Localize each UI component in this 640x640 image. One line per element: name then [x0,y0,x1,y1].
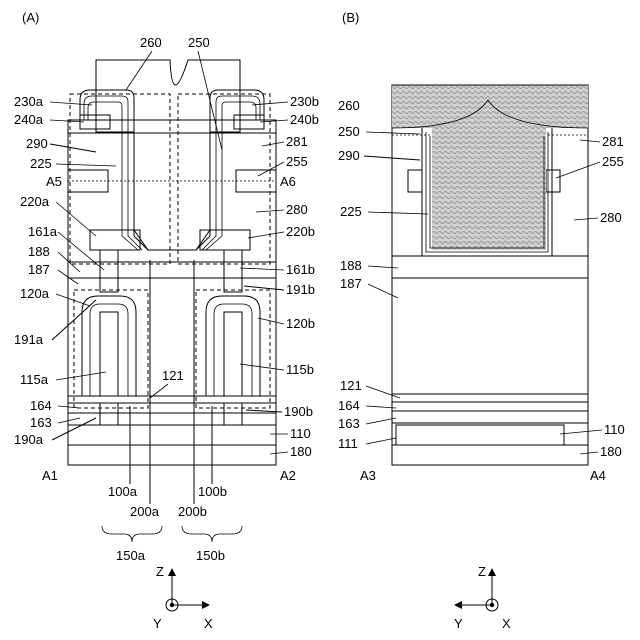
axes-b: Z Y X [454,564,511,631]
label-A6: A6 [280,174,296,189]
label-150b: 150b [196,548,225,563]
label-161b: 161b [286,262,315,277]
layer-180 [68,445,276,465]
label-120a: 120a [20,286,50,301]
outline-right-lower [196,290,270,408]
label-280: 280 [600,210,622,225]
plug-161a [100,250,118,292]
label-180: 180 [600,444,622,459]
label-Z: Z [478,564,486,579]
label-240b: 240b [290,112,319,127]
label-164: 164 [30,398,52,413]
label-115a: 115a [20,372,49,387]
label-191b: 191b [286,282,315,297]
label-163: 163 [338,416,360,431]
label-255: 255 [286,154,308,169]
cap-240a [80,115,110,129]
label-Z: Z [156,564,164,579]
label-220b: 220b [286,224,315,239]
label-A1: A1 [42,468,58,483]
label-220a: 220a [20,194,50,209]
label-163: 163 [30,415,52,430]
label-188: 188 [28,244,50,259]
label-281: 281 [286,134,308,149]
label-250: 250 [188,35,210,50]
label-230b: 230b [290,94,319,109]
label-A4: A4 [590,468,606,483]
panel-a-structure [68,60,276,465]
label-100a: 100a [108,484,138,499]
label-280: 280 [286,202,308,217]
label-200b: 200b [178,504,207,519]
outline-left-lower [74,290,148,408]
label-250: 250 [338,124,360,139]
label-164: 164 [338,398,360,413]
label-120b: 120b [286,316,315,331]
axes-a: Z Y X [153,564,213,631]
label-Y: Y [153,616,162,631]
label-190b: 190b [284,404,313,419]
label-200a: 200a [130,504,160,519]
label-150a: 150a [116,548,146,563]
label-255: 255 [602,154,624,169]
label-260: 260 [338,98,360,113]
panel-b-structure [392,85,588,465]
label-281: 281 [602,134,624,149]
channel-115b [224,312,242,396]
label-A3: A3 [360,468,376,483]
label-180: 180 [290,444,312,459]
plug-161b [224,250,242,292]
label-290: 290 [338,148,360,163]
label-187: 187 [340,276,362,291]
layer-121 [68,396,276,403]
label-100b: 100b [198,484,227,499]
label-115b: 115b [286,362,314,377]
label-110: 110 [604,422,625,437]
label-161a: 161a [28,224,58,239]
label-290: 290 [26,136,48,151]
label-260: 260 [140,35,162,50]
label-188: 188 [340,258,362,273]
label-191a: 191a [14,332,44,347]
label-110: 110 [290,426,311,441]
label-X: X [502,616,511,631]
label-X: X [204,616,213,631]
layer-110-b [396,425,564,445]
label-121: 121 [162,368,184,383]
label-121: 121 [340,378,362,393]
panel-a-labels: 260 250 230a 240a 290 225 A5 220a 161a 1… [14,35,319,563]
label-230a: 230a [14,94,44,109]
label-A5: A5 [46,174,62,189]
label-187: 187 [28,262,50,277]
label-Y: Y [454,616,463,631]
layer-260 [96,60,240,250]
layer-110 [68,425,276,445]
cap-240b [234,115,264,129]
label-111: 111 [338,436,358,451]
panel-b-title: (B) [342,10,359,25]
label-190a: 190a [14,432,44,447]
label-225: 225 [30,156,52,171]
layer-163 [68,413,276,425]
layer-260-b [392,85,588,250]
label-A2: A2 [280,468,296,483]
label-225: 225 [340,204,362,219]
panel-a-title: (A) [22,10,39,25]
label-240a: 240a [14,112,44,127]
channel-115a [100,312,118,396]
